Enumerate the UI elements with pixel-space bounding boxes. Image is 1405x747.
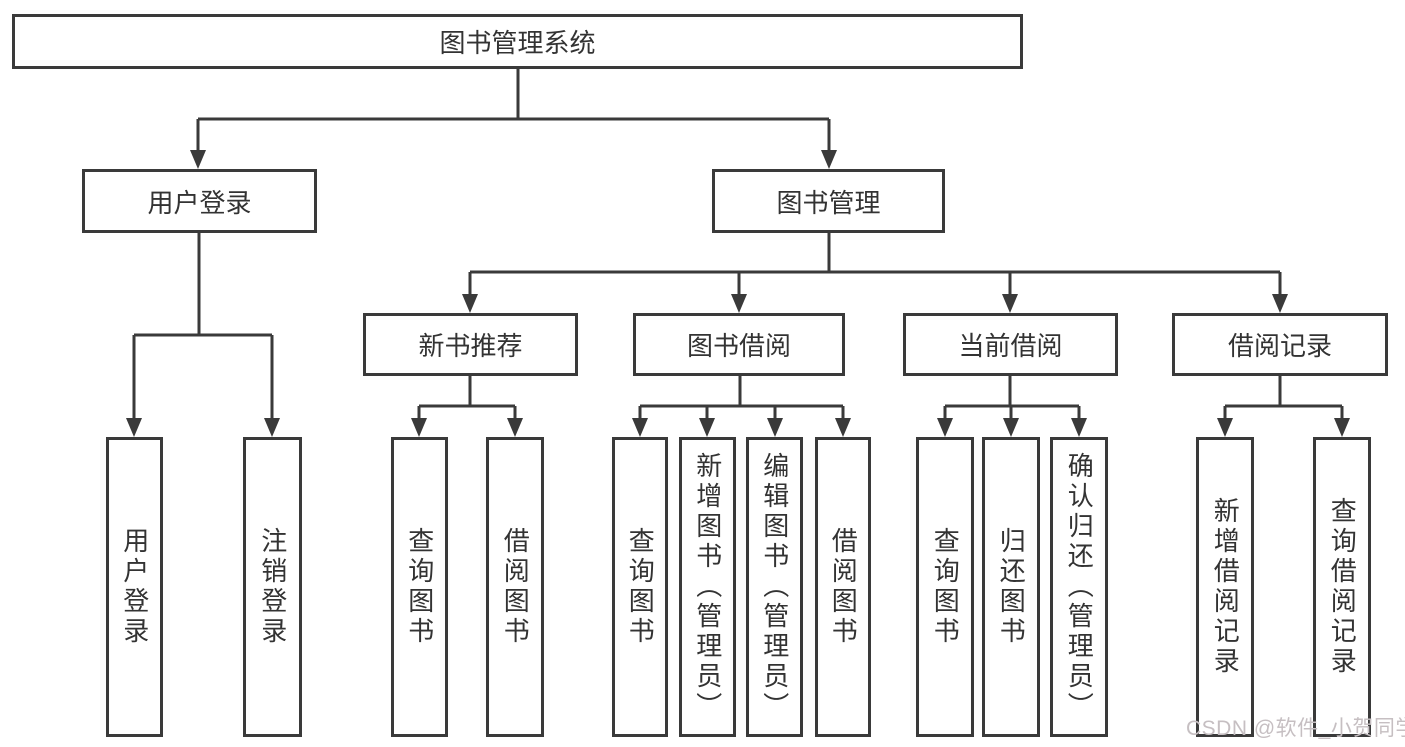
leaf-br-add-record: 新增借阅记录 [1196, 437, 1254, 737]
leaf-nb-borrow-book: 借阅图书 [486, 437, 544, 737]
connector-current-borrow-children [937, 376, 1087, 437]
leaf-bb-query-book: 查询图书 [612, 437, 668, 737]
leaf-br-query-record-label: 查询借阅记录 [1327, 497, 1358, 677]
leaf-cb-query-book: 查询图书 [916, 437, 974, 737]
leaf-bb-borrow-book-label: 借阅图书 [828, 527, 859, 647]
connector-root-to-level1 [190, 69, 837, 169]
leaf-cb-confirm-return-admin: 确认归还（管理员） [1050, 437, 1108, 737]
node-user-login: 用户登录 [82, 169, 317, 233]
leaf-bb-query-book-label: 查询图书 [625, 527, 656, 647]
csdn-watermark: CSDN @软件_小贺同学 [1186, 717, 1405, 740]
leaf-bb-add-book-admin-label: 新增图书（管理员） [692, 452, 723, 722]
leaf-logout-login-label: 注销登录 [257, 527, 288, 647]
node-borrow-record: 借阅记录 [1172, 313, 1388, 376]
leaf-br-query-record: 查询借阅记录 [1313, 437, 1371, 737]
leaf-cb-return-book: 归还图书 [982, 437, 1040, 737]
connector-new-book-children [411, 376, 523, 437]
leaf-bb-borrow-book: 借阅图书 [815, 437, 871, 737]
leaf-user-login-label: 用户登录 [119, 527, 150, 647]
leaf-user-login: 用户登录 [106, 437, 163, 737]
leaf-nb-query-book: 查询图书 [391, 437, 448, 737]
connector-book-borrow-children [632, 376, 851, 437]
leaf-br-add-record-label: 新增借阅记录 [1210, 497, 1241, 677]
leaf-cb-confirm-return-admin-label: 确认归还（管理员） [1064, 452, 1095, 722]
leaf-bb-edit-book-admin: 编辑图书（管理员） [746, 437, 803, 737]
node-book-management: 图书管理 [712, 169, 945, 233]
leaf-bb-add-book-admin: 新增图书（管理员） [679, 437, 736, 737]
connector-borrow-record-children [1217, 376, 1350, 437]
connector-user-login-children [126, 233, 280, 437]
leaf-cb-query-book-label: 查询图书 [930, 527, 961, 647]
leaf-cb-return-book-label: 归还图书 [996, 527, 1027, 647]
leaf-bb-edit-book-admin-label: 编辑图书（管理员） [759, 452, 790, 722]
node-current-borrow: 当前借阅 [903, 313, 1118, 376]
leaf-logout-login: 注销登录 [243, 437, 302, 737]
leaf-nb-borrow-book-label: 借阅图书 [500, 527, 531, 647]
node-new-book-recommend: 新书推荐 [363, 313, 578, 376]
connector-book-management-children [462, 233, 1288, 313]
leaf-nb-query-book-label: 查询图书 [404, 527, 435, 647]
node-library-management-system: 图书管理系统 [12, 14, 1023, 69]
node-book-borrow: 图书借阅 [633, 313, 845, 376]
